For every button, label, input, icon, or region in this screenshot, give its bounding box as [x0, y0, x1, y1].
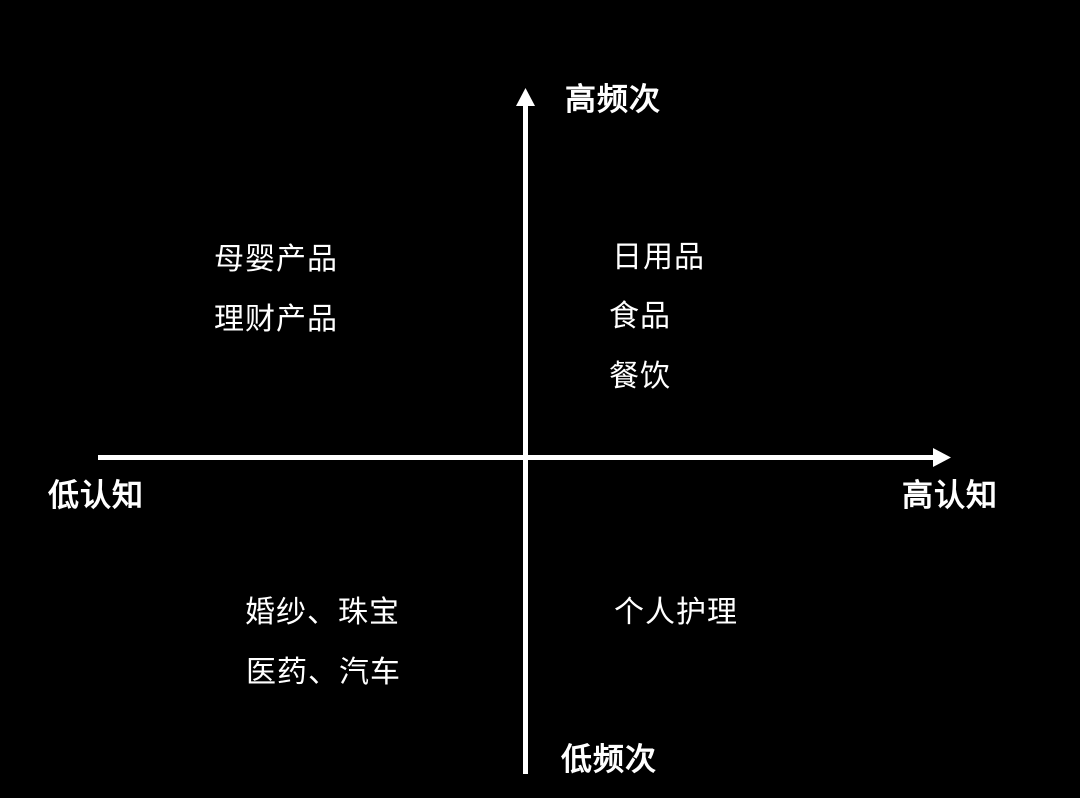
x-axis-arrow-icon [933, 448, 951, 467]
quadrant-item: 理财产品 [214, 302, 338, 337]
x-axis-right-label: 高认知 [902, 478, 998, 514]
quadrant-item: 母婴产品 [214, 242, 338, 277]
quadrant-item: 日用品 [612, 240, 705, 275]
quadrant-item: 个人护理 [614, 595, 738, 630]
y-axis [516, 88, 535, 774]
y-axis-bottom-label: 低频次 [561, 742, 657, 778]
quadrant-item: 食品 [609, 299, 671, 334]
quadrant-item: 医药、汽车 [246, 655, 401, 690]
x-axis-left-label: 低认知 [48, 478, 144, 514]
quadrant-item: 餐饮 [609, 359, 671, 394]
quadrant-item: 婚纱、珠宝 [245, 595, 400, 630]
y-axis-arrow-icon [516, 88, 535, 106]
x-axis [98, 448, 951, 467]
y-axis-top-label: 高频次 [565, 82, 661, 118]
